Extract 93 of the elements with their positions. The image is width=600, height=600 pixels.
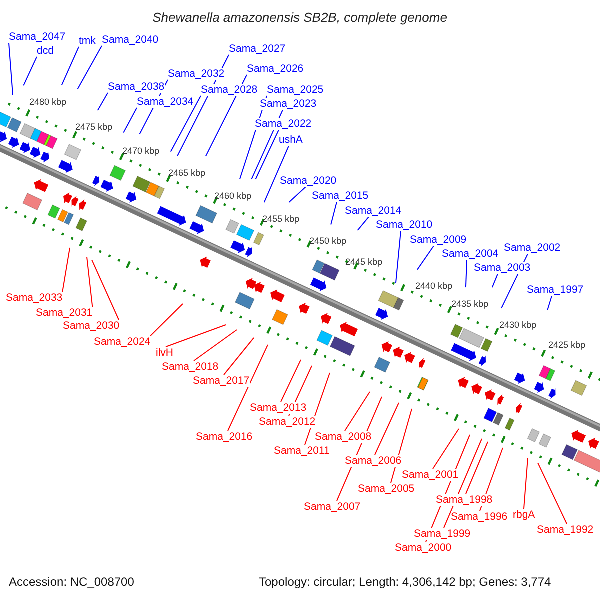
leader-line [547,296,552,311]
leader-line [444,438,482,528]
scale-label: 2440 kbp [415,281,453,291]
leader-line [170,96,202,152]
leader-line [288,186,306,204]
scale-label: 2445 kbp [345,257,383,267]
summary-text: Topology: circular; Length: 4,306,142 bp; Genes: 3,774 [259,575,552,589]
scale-label: 2460 kbp [214,191,252,201]
leader-line [280,360,302,402]
gene-label: dcd [37,45,54,57]
gene-label: Sama_1996 [451,511,508,523]
leader-line [123,108,138,134]
gene-label: Sama_2038 [108,81,165,93]
gene-label: Sama_2003 [474,262,531,274]
leader-line [466,442,488,494]
leader-line [86,256,94,308]
leader-line [396,230,402,284]
gene-label: Sama_2025 [267,84,324,96]
gene-label: Sama_2014 [345,205,402,217]
scale-label: 2425 kbp [548,340,586,350]
gene-label: Sama_2013 [250,402,307,414]
gene-label: Sama_2026 [247,63,304,75]
gene-label: Sama_2000 [395,542,452,554]
leader-line [330,202,338,226]
gene-label: Sama_2009 [410,234,467,246]
gene-label: Sama_2008 [315,431,372,443]
gene-label: Sama_2034 [137,96,194,108]
leader-line [150,304,184,336]
gene-label: Sama_2015 [312,190,369,202]
leader-line [228,344,268,432]
gene-label: Sama_2032 [168,68,225,80]
gene-label: ilvH [156,347,174,359]
gene-label: Sama_2002 [504,242,561,254]
gene-label: Sama_2001 [402,469,459,481]
scale-label: 2470 kbp [122,146,160,156]
gene-label: Sama_2007 [304,501,361,513]
gene-label: Sama_2023 [260,98,317,110]
gene-label: Sama_2006 [345,455,402,467]
leader-line [524,458,528,510]
gene-label: Sama_2031 [36,307,93,319]
leader-line [166,324,226,348]
accession-text: Accession: NC_008700 [9,575,134,589]
leader-line [62,248,70,292]
leader-line [432,428,460,470]
leader-line [264,146,290,204]
scale-label: 2450 kbp [309,236,347,246]
scale-label: 2435 kbp [451,299,489,309]
leader-line [538,462,568,524]
gene-label: ushA [279,134,303,146]
gene-label: Sama_2012 [259,416,316,428]
gene-label: Sama_2018 [162,361,219,373]
leader-line [194,330,238,362]
gene-label: rbgA [513,509,536,521]
gene-label: Sama_2027 [229,43,286,55]
leader-line [357,216,370,232]
gene-label: Sama_2033 [6,292,63,304]
gene-label: Sama_2016 [196,431,253,443]
gene-label: Sama_2011 [274,445,330,457]
leader-line [23,56,38,86]
gene-label: Sama_1999 [414,528,471,540]
leader-line [77,46,102,90]
leader-line [61,46,80,86]
title: Shewanella amazonensis SB2B, complete genome [152,10,448,26]
leader-line [492,274,498,288]
scale-label: 2480 kbp [29,97,67,107]
leader-line [465,260,468,288]
scale-label: 2465 kbp [168,168,206,178]
gene-label: Sama_2022 [255,118,312,130]
gene-label: Sama_1997 [527,284,584,296]
leader-line [224,338,254,376]
leader-line [417,246,434,270]
gene-label: Sama_2004 [442,248,499,260]
gene-label: Sama_2028 [201,84,258,96]
gene-label: Sama_2020 [280,175,337,187]
gene-label: Sama_2017 [193,375,250,387]
gene-label: Sama_2040 [102,34,159,46]
leader-line [344,392,370,432]
leader-line [255,130,280,180]
gene-label: Sama_2030 [63,320,120,332]
leader-line [8,42,14,96]
gene-label: Sama_1992 [537,524,594,536]
gene-label: Sama_2024 [94,336,151,348]
scale-label: 2475 kbp [75,122,113,132]
gene-label: Sama_1998 [436,494,493,506]
leader-line [374,402,400,456]
gene-label: Sama_2047 [9,31,66,43]
scale-label: 2455 kbp [262,214,300,224]
leader-line [92,260,120,320]
leader-line [97,92,108,112]
scale-label: 2430 kbp [499,320,537,330]
gene-label: tmk [79,35,96,47]
gene-label: Sama_2010 [376,219,433,231]
gene-label: Sama_2005 [358,483,415,495]
